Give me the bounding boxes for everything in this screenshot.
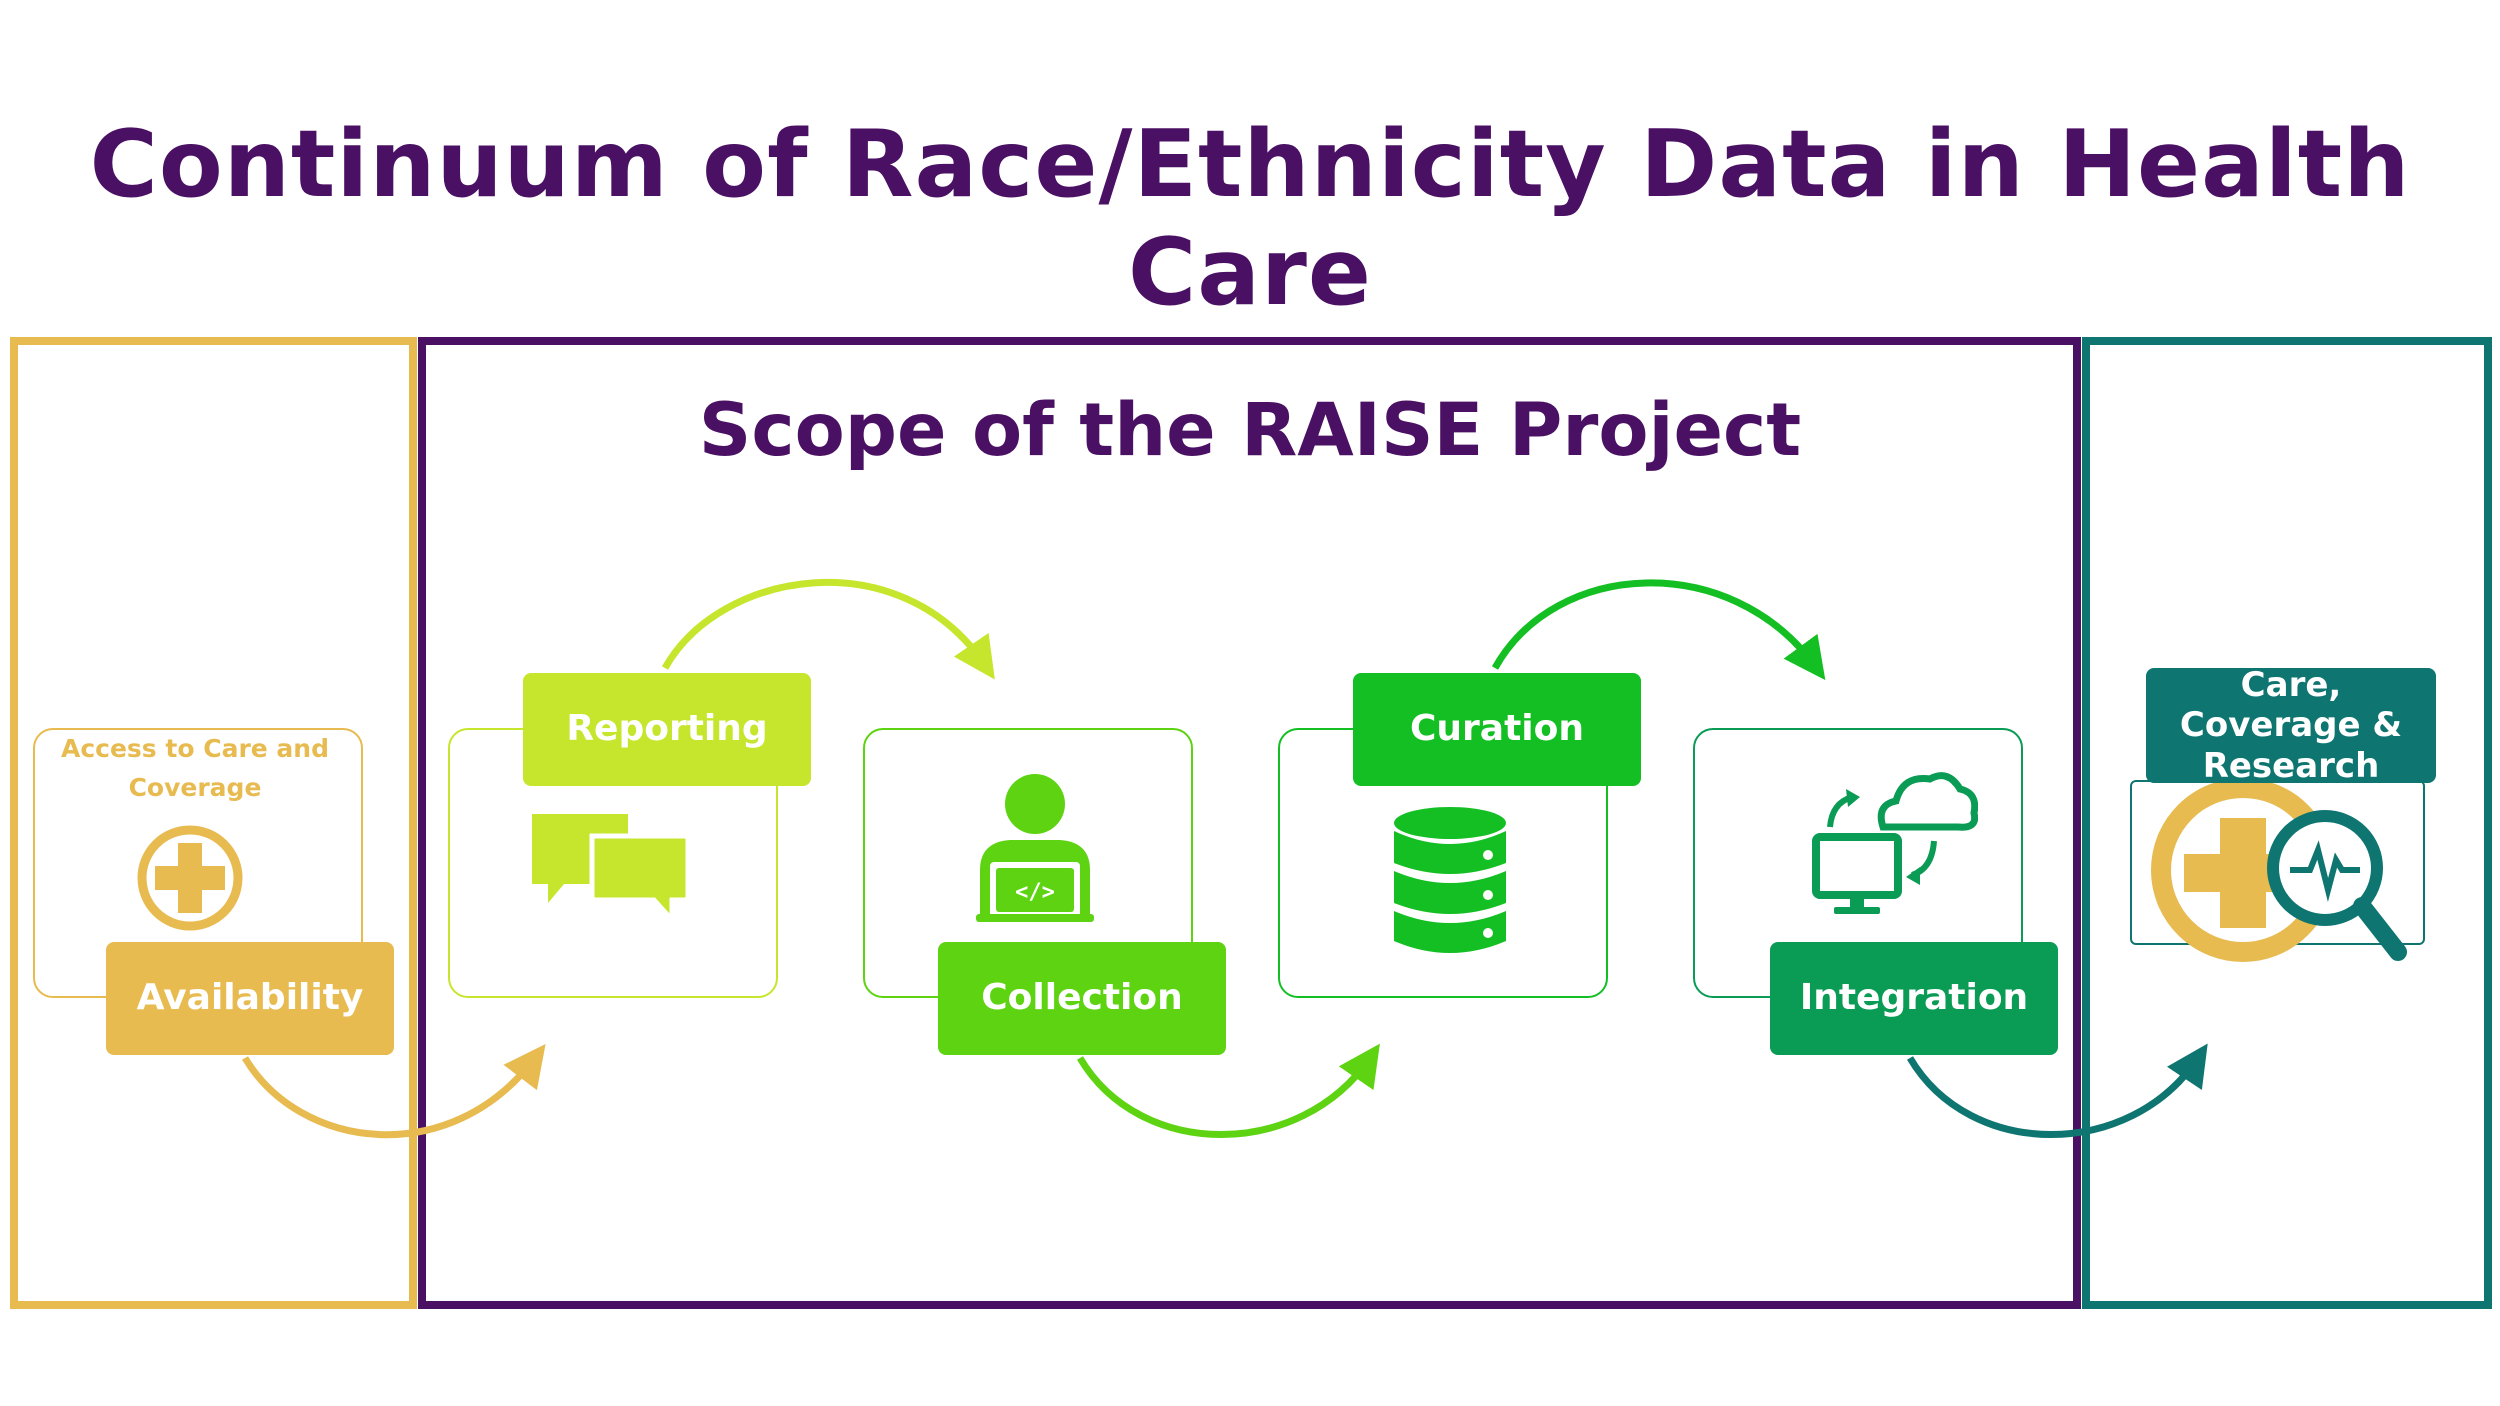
health-plus-icon	[137, 825, 243, 931]
collection-label: Collection	[938, 942, 1226, 1055]
health-search-icon	[2151, 778, 2407, 962]
arrow-collection-to-curation	[1076, 1043, 1380, 1138]
arrow-curation-to-integration	[1491, 579, 1826, 681]
diagram-title: Continuum of Race/Ethnicity Data in Heal…	[89, 110, 2411, 326]
access-frame	[10, 337, 417, 1309]
outcome-frame	[2082, 337, 2492, 1309]
integration-label: Integration	[1770, 942, 2058, 1055]
person-laptop-code-icon: </>	[976, 774, 1094, 922]
database-icon	[1394, 807, 1506, 953]
curation-label: Curation	[1353, 673, 1641, 786]
chat-bubbles-icon	[532, 814, 691, 923]
availability-label: Availability	[106, 942, 394, 1055]
cloud-sync-computer-icon	[1812, 772, 1978, 914]
svg-text:</>: </>	[1015, 880, 1055, 905]
reporting-label: Reporting	[523, 673, 811, 786]
scope-title: Scope of the RAISE Project	[698, 388, 1802, 473]
arrow-integration-to-outcome	[1906, 1043, 2208, 1138]
raise-scope-frame	[418, 337, 2081, 1309]
arrow-availability-to-reporting	[241, 1044, 546, 1138]
availability-caption: Access to Care and Coverage	[60, 734, 329, 802]
outcome-label: Care, Coverage & Research	[2146, 665, 2436, 786]
arrow-reporting-to-collection	[661, 578, 995, 680]
